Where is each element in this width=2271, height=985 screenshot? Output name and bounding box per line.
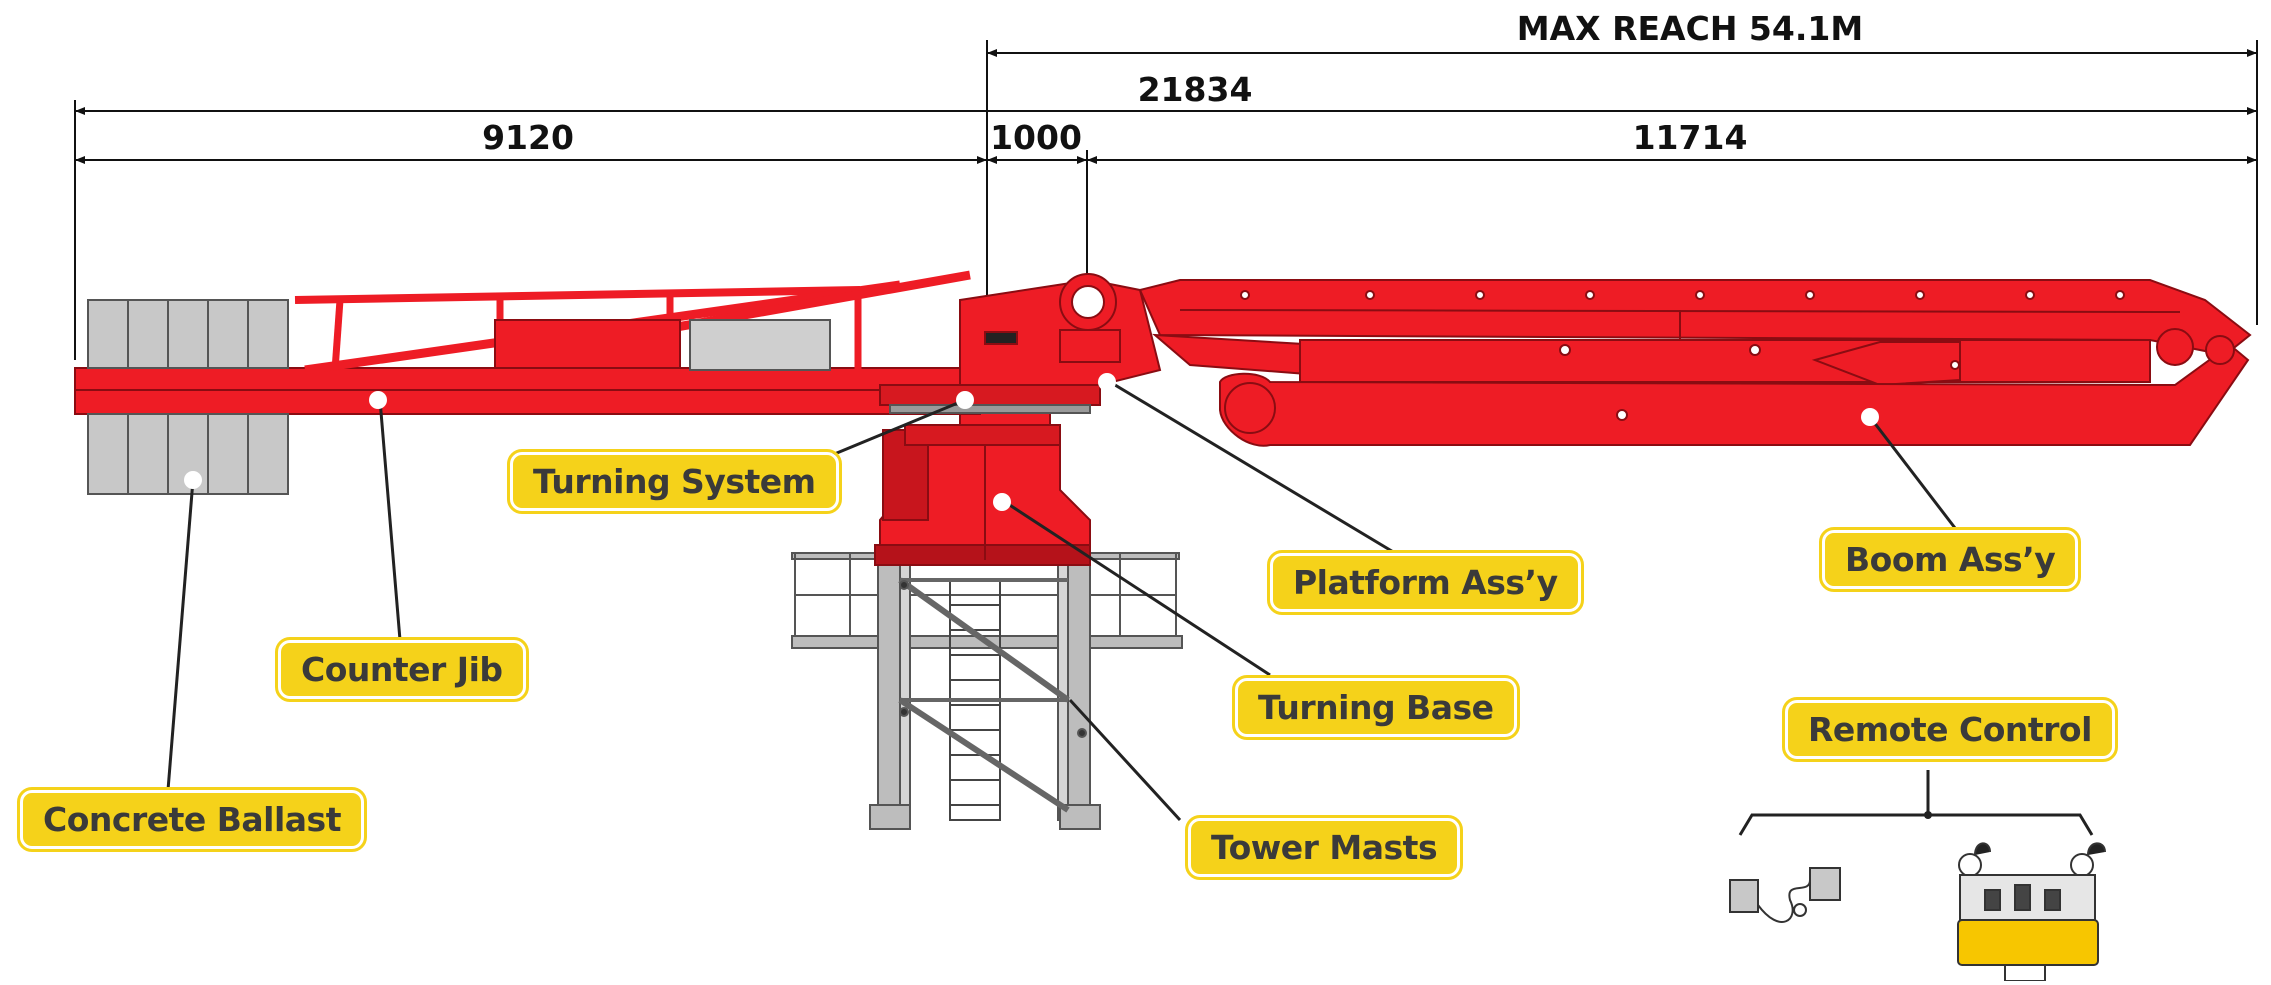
counter-jib-label: Counter Jib [275,637,529,702]
platform-assy-label: Platform Ass’y [1267,550,1584,615]
dimension-texts: MAX REACH 54.1M 21834 9120 1000 11714 [482,9,1863,157]
remote-control-label: Remote Control [1782,697,2118,762]
turning-base [874,399,1091,566]
leader-dots [184,373,1932,819]
total-length-text: 21834 [1138,70,1253,109]
remote-control-receiver-icon [1729,867,1841,923]
counter-jib-length-text: 9120 [482,118,574,157]
platform-assembly [879,273,1162,414]
leader-lines [166,380,2094,836]
turning-base-label: Turning Base [1232,675,1520,740]
tower-masts [791,552,1183,830]
dimension-lines [74,40,2258,360]
boom-assy-label: Boom Ass’y [1818,527,2082,592]
boom-length-text: 11714 [1633,118,1748,157]
concrete-ballast [87,299,289,495]
turning-system-label: Turning System [507,449,842,514]
counter-jib [74,270,981,415]
tower-masts-label: Tower Masts [1184,815,1464,880]
max-reach-text: MAX REACH 54.1M [1517,9,1863,48]
boom [1138,279,2252,447]
offset-length-text: 1000 [990,118,1082,157]
concrete-ballast-label: Concrete Ballast [17,787,367,852]
remote-control-transmitter-icon [1957,842,2106,982]
